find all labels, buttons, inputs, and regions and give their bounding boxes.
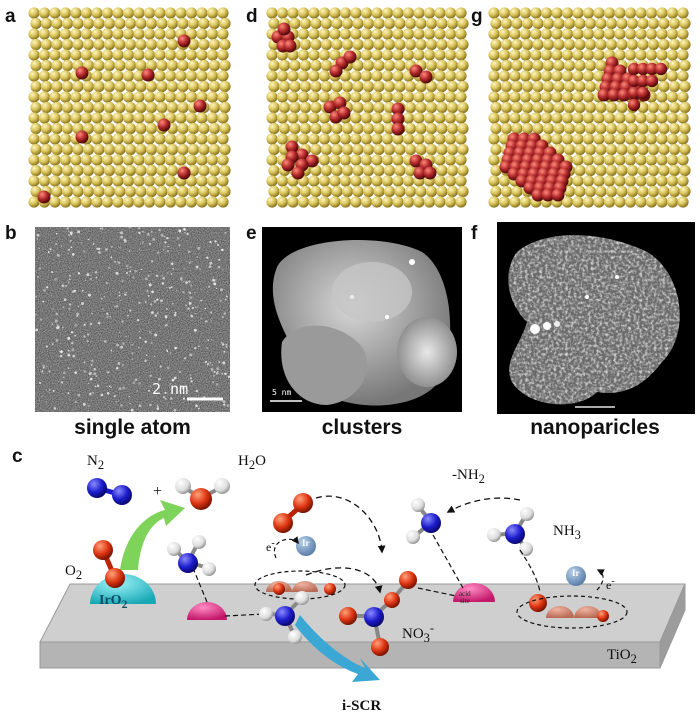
label-o2: O2 — [65, 563, 83, 582]
scale-bar-label-b: 2 nm — [152, 380, 189, 398]
label-ir-site-1: Ir — [302, 538, 310, 548]
label-n2: N2 — [87, 453, 105, 472]
caption-clusters: clusters — [321, 416, 403, 439]
cluster-micrograph — [262, 227, 462, 412]
panel-letter-g: g — [471, 6, 483, 27]
panel-letter-f: f — [471, 223, 478, 244]
panel-letter-c: c — [12, 446, 23, 467]
label-no3: NO3- — [402, 621, 435, 645]
caption-single-atom: single atom — [74, 416, 191, 439]
panel-letter-e: e — [246, 223, 257, 244]
panel-letter-d: d — [246, 6, 258, 27]
label-ir-site-2: Ir — [572, 568, 580, 578]
cluster-model — [266, 7, 469, 208]
label-tio2: TiO2 — [607, 647, 637, 666]
panel-letter-a: a — [5, 6, 16, 27]
panel-letter-b: b — [5, 223, 17, 244]
label-electron-2: e- — [606, 576, 615, 592]
label-plus: + — [153, 483, 163, 500]
label-nh3: NH3 — [553, 523, 581, 542]
nanoparticle-micrograph — [497, 222, 695, 414]
label-nh2: -NH2 — [452, 467, 485, 486]
nanoparticle-model — [488, 7, 691, 208]
label-iro2: IrO2 — [99, 593, 128, 611]
label-h2o: H2O — [238, 453, 266, 472]
scale-bar-label-e: 5 nm — [272, 388, 292, 397]
single-atom-micrograph — [35, 227, 230, 412]
i-scr-mechanism-diagram — [39, 478, 686, 682]
single-atom-model — [28, 7, 231, 208]
label-electron-1: e- — [266, 538, 275, 554]
caption-nanoparticles: nanoparicles — [530, 416, 660, 439]
label-i-scr: i-SCR — [342, 698, 382, 714]
